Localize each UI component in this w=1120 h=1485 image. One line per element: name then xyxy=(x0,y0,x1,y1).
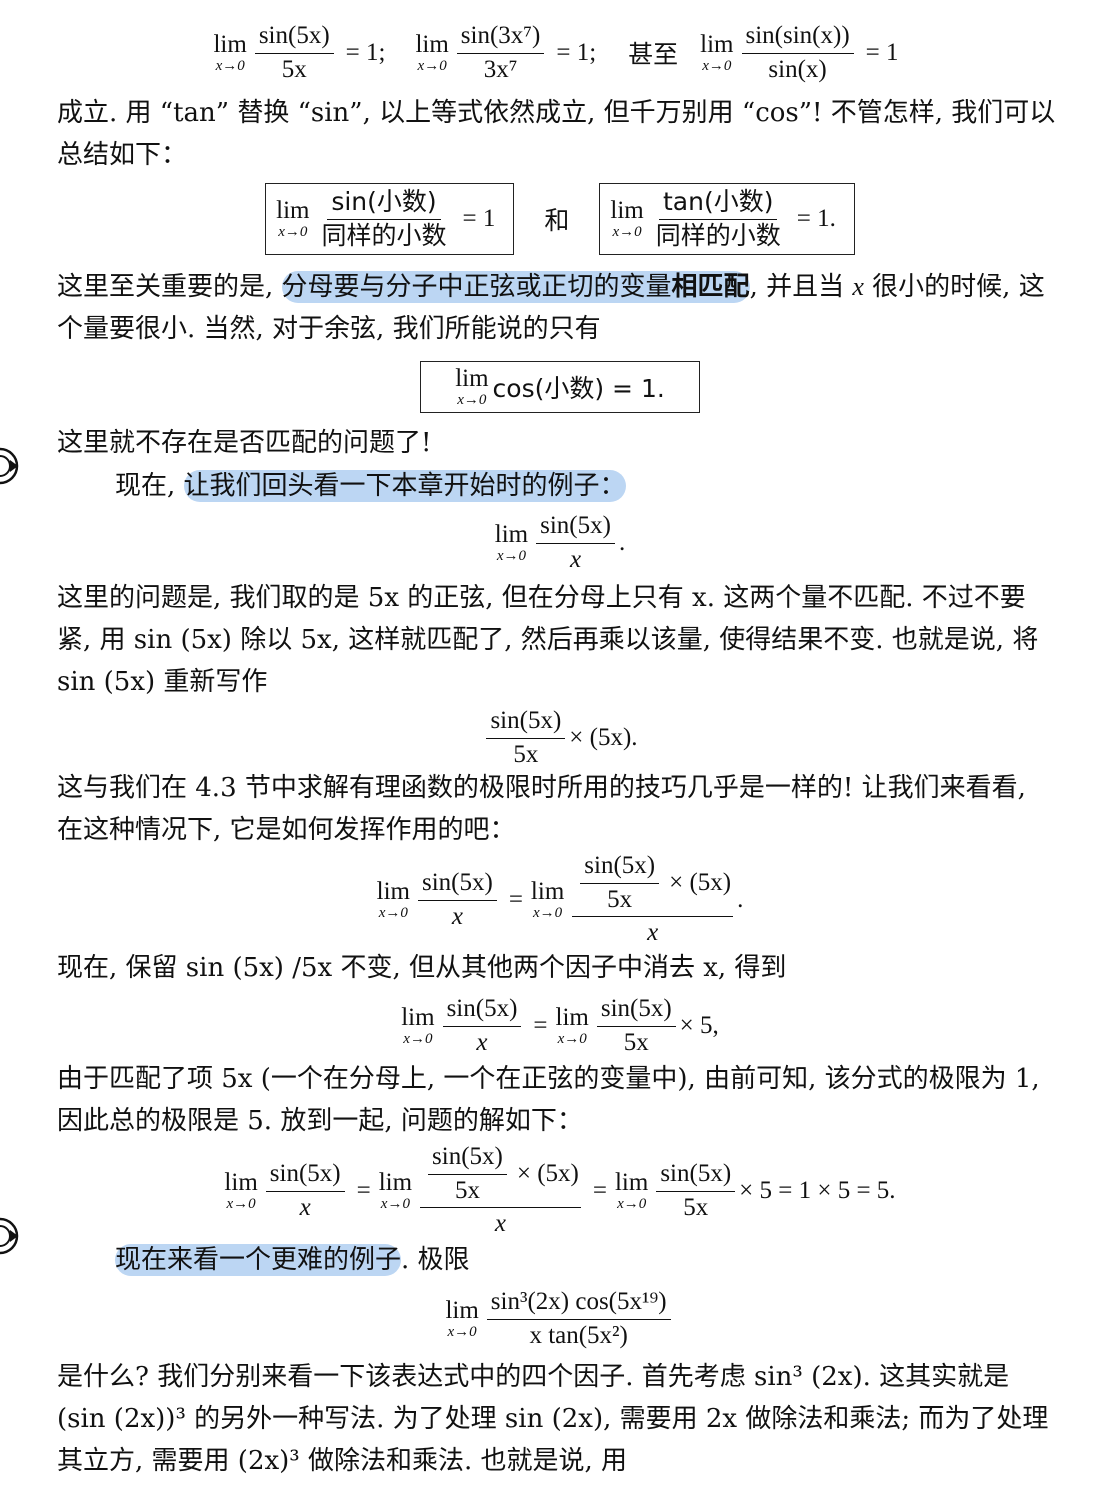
highlight[interactable]: 让我们回头看一下本章开始时的例子： xyxy=(183,470,626,502)
fraction: sin(小数)同样的小数 xyxy=(321,186,447,250)
paragraph-4: 现在, 让我们回头看一下本章开始时的例子： xyxy=(115,470,626,502)
paragraph-1: 成立. 用 “tan” 替换 “sin”, 以上等式依然成立, 但千万别用 “c… xyxy=(57,98,1056,170)
paragraph-7: 现在, 保留 sin (5x) /5x 不变, 但从其他两个因子中消去 x, 得… xyxy=(57,953,787,983)
paragraph-8: 由于匹配了项 5x (一个在分母上, 一个在正弦的变量中), 由前可知, 该分式… xyxy=(57,1064,1040,1136)
paragraph-3: 这里就不存在是否匹配的问题了! xyxy=(57,428,432,458)
paragraph-10: 是什么? 我们分别来看一下该表达式中的四个因子. 首先考虑 sin³ (2x).… xyxy=(57,1362,1049,1476)
equals-text: = xyxy=(508,886,523,913)
result-text: × 5 = 1 × 5 = 5. xyxy=(739,1177,896,1204)
paragraph-9: 现在来看一个更难的例子. 极限 xyxy=(115,1244,470,1276)
fraction: sin(3x⁷)3x⁷ xyxy=(456,22,545,85)
equals-text: = xyxy=(356,1177,371,1204)
fraction: sin(5x)5x xyxy=(254,22,334,85)
period-text: . xyxy=(737,886,744,913)
fraction: sin(5x)5x xyxy=(596,995,676,1058)
fraction: sin(5x)5x xyxy=(486,707,566,770)
equals-text: = xyxy=(533,1012,548,1039)
equals-text: = 1. xyxy=(796,205,836,232)
compound-fraction: sin(5x)5x × (5x) x xyxy=(572,852,734,948)
equation-rewrite: sin(5x)5x × (5x). xyxy=(0,703,1120,773)
equals-text: = 1 xyxy=(865,39,899,66)
fraction: sin(5x)5x xyxy=(656,1160,736,1223)
highlight[interactable]: 分母要与分子中正弦或正切的变量相匹配 xyxy=(281,271,750,303)
period-text: . xyxy=(618,529,626,556)
cos-expression: cos(小数) = 1. xyxy=(492,374,665,403)
equals-text: = xyxy=(592,1177,607,1204)
and-text: 和 xyxy=(544,206,570,235)
equals-text: = 1; xyxy=(556,39,597,66)
rewrite-rest: × (5x). xyxy=(569,724,638,751)
highlight[interactable]: 现在来看一个更难的例子 xyxy=(115,1244,402,1276)
even-text: 甚至 xyxy=(628,40,679,69)
inner-fraction: sin(5x)5x xyxy=(428,1143,507,1206)
fraction: tan(小数)同样的小数 xyxy=(655,186,781,250)
inner-fraction: sin(5x)5x xyxy=(580,852,660,915)
bookmark-marker-icon[interactable] xyxy=(0,446,26,486)
times-five-text: × 5, xyxy=(679,1012,719,1039)
fraction: sin(5x)x xyxy=(442,995,522,1058)
fraction: sin(5x)x xyxy=(417,869,497,932)
paragraph-6: 这与我们在 4.3 节中求解有理函数的极限时所用的技巧几乎是一样的! 让我们来看… xyxy=(57,773,1026,845)
fraction: sin³(2x) cos(5x¹⁹)x tan(5x²) xyxy=(486,1288,671,1351)
compound-fraction: sin(5x)5x × (5x) x xyxy=(420,1143,581,1239)
paragraph-2: 这里至关重要的是, 分母要与分子中正弦或正切的变量相匹配, 并且当 x 很小的时… xyxy=(57,271,1045,344)
fraction: sin(5x)x xyxy=(265,1160,345,1223)
equals-text: = 1 xyxy=(462,205,496,232)
paragraph-5: 这里的问题是, 我们取的是 5x 的正弦, 但在分母上只有 x. 这两个量不匹配… xyxy=(57,583,1039,697)
bookmark-marker-icon[interactable] xyxy=(0,1216,26,1256)
equals-text: = 1; xyxy=(345,39,386,66)
fraction: sin(5x)x xyxy=(536,512,615,575)
fraction: sin(sin(x))sin(x) xyxy=(741,22,854,85)
